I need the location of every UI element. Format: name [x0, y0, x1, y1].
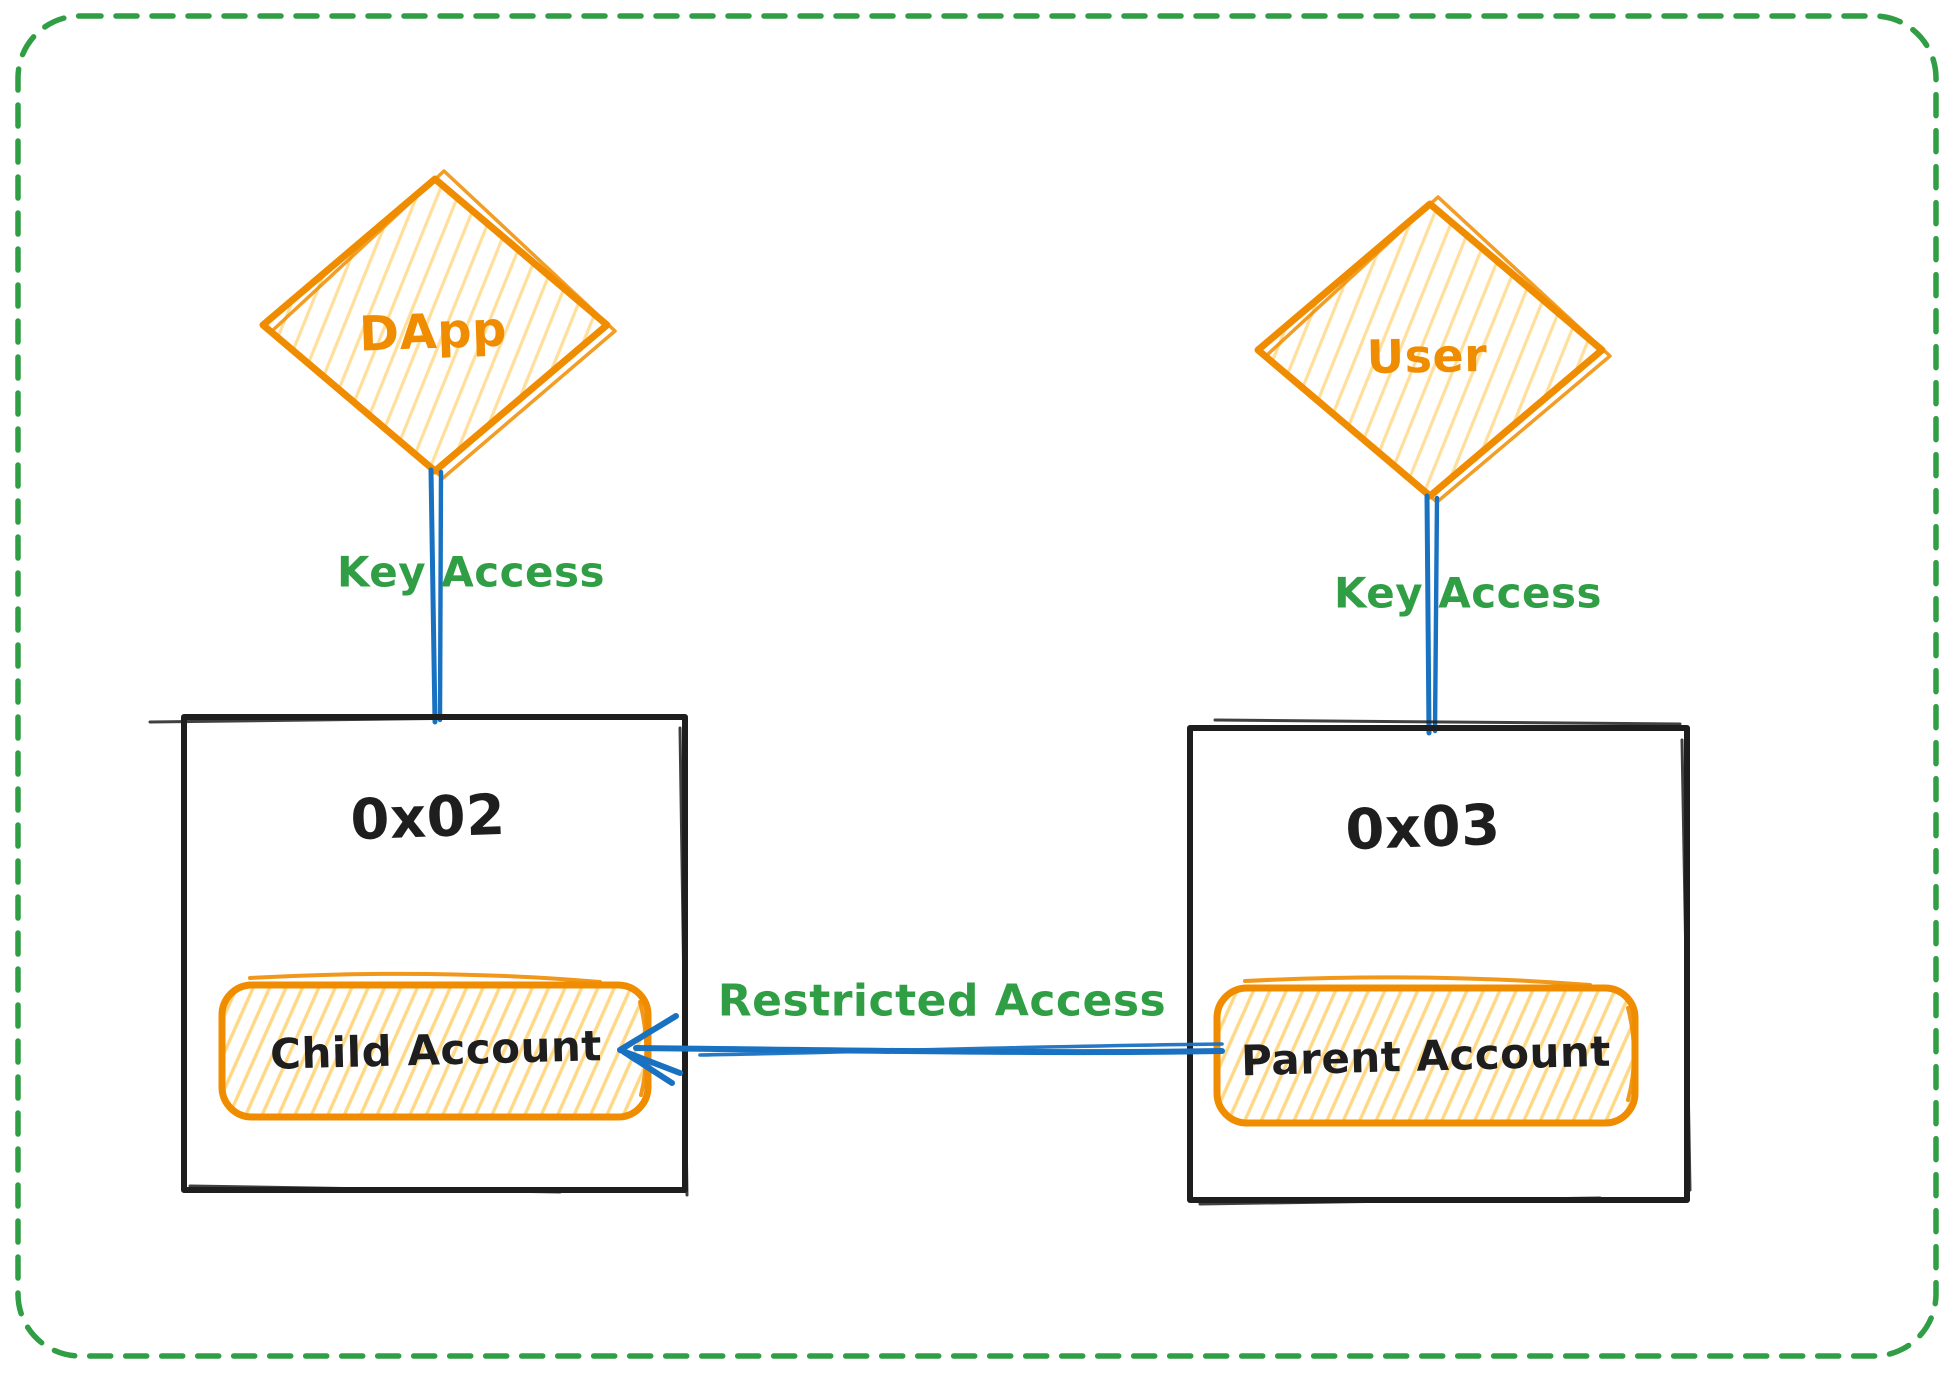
node-account-0x02: 0x02 Child Account — [148, 714, 689, 1197]
dapp-key-access-label: Key Access — [337, 548, 605, 597]
user-key-access-label: Key Access — [1334, 569, 1602, 618]
restricted-access-label: Restricted Access — [718, 976, 1166, 1027]
dapp-label: DApp — [358, 301, 508, 362]
account-0x02-label: 0x02 — [349, 783, 506, 853]
dapp-key-access-line-2 — [437, 469, 444, 723]
parent-account-label: Parent Account — [1241, 1027, 1612, 1086]
restricted-access-arrowhead — [617, 1013, 683, 1086]
restricted-access-shaft-sketch — [698, 1042, 1224, 1057]
user-label: User — [1366, 328, 1488, 384]
node-user: User — [1254, 195, 1612, 504]
canvas-border — [15, 13, 1939, 1359]
account-0x02-sketch-stroke — [148, 714, 689, 1197]
edge-restricted-access: Restricted Access — [617, 976, 1225, 1086]
node-parent-account: Parent Account — [1213, 975, 1639, 1127]
node-dapp: DApp — [259, 169, 617, 480]
child-account-label: Child Account — [270, 1021, 603, 1079]
node-child-account: Child Account — [218, 971, 652, 1121]
parent-account-sketch-stroke — [1243, 975, 1636, 1102]
edge-user-key-access: Key Access — [1334, 493, 1602, 736]
account-0x03-label: 0x03 — [1344, 793, 1501, 863]
account-0x03-sketch-stroke — [1198, 718, 1692, 1206]
user-key-access-line-1 — [1424, 493, 1432, 736]
edge-dapp-key-access: Key Access — [337, 467, 605, 725]
dapp-key-access-line-1 — [428, 467, 438, 725]
node-account-0x03: 0x03 Parent Account — [1187, 718, 1692, 1206]
user-key-access-line-2 — [1432, 495, 1440, 734]
